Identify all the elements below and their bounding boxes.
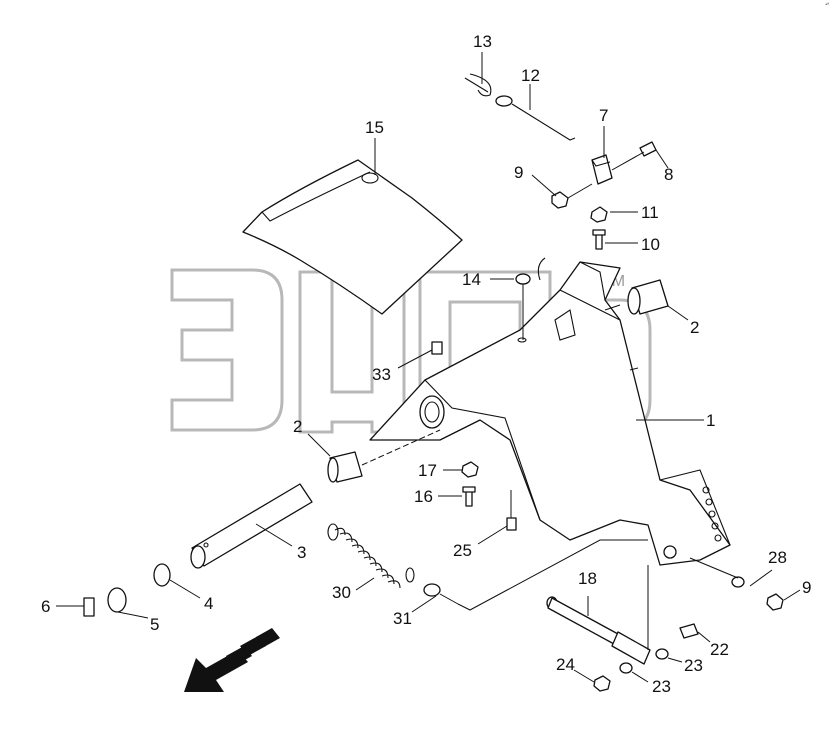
callout-18: 18 bbox=[578, 569, 597, 588]
callout-4: 4 bbox=[204, 594, 213, 613]
part-grease-fitting bbox=[431, 341, 443, 355]
part-cover bbox=[242, 159, 463, 315]
part-washer-23 bbox=[655, 648, 669, 660]
callout-5: 5 bbox=[150, 615, 159, 634]
callout-12: 12 bbox=[521, 66, 540, 85]
callout-16: 16 bbox=[414, 487, 433, 506]
callout-13: 13 bbox=[473, 32, 492, 51]
callout-6: 6 bbox=[41, 597, 50, 616]
part-lock-nut bbox=[461, 461, 479, 478]
part-pin bbox=[191, 483, 313, 567]
part-pad bbox=[591, 154, 613, 185]
part-washer bbox=[731, 576, 745, 588]
part-nut bbox=[590, 206, 608, 223]
callout-11: 11 bbox=[641, 203, 659, 222]
callout-24: 24 bbox=[556, 655, 575, 674]
callout-15: 15 bbox=[365, 118, 384, 137]
direction-arrow bbox=[184, 628, 280, 692]
part-ring bbox=[153, 563, 171, 587]
callout-22: 22 bbox=[710, 640, 729, 659]
callout-9-right: 9 bbox=[802, 578, 811, 597]
callout-7: 7 bbox=[599, 106, 608, 125]
part-wire bbox=[495, 95, 513, 107]
part-nut-24 bbox=[593, 675, 611, 692]
callout-9-top: 9 bbox=[514, 163, 523, 182]
part-snap-ring bbox=[107, 587, 127, 613]
corner-mark: •ª bbox=[825, 2, 829, 8]
part-fitting-25 bbox=[506, 517, 517, 531]
callout-3: 3 bbox=[297, 543, 306, 562]
callout-17: 17 bbox=[418, 461, 437, 480]
callout-14: 14 bbox=[462, 270, 481, 289]
callout-23-upper: 23 bbox=[684, 656, 703, 675]
callout-2-right: 2 bbox=[690, 318, 699, 337]
callout-33: 33 bbox=[372, 365, 391, 384]
callout-25: 25 bbox=[453, 541, 472, 560]
callout-2-left: 2 bbox=[293, 417, 302, 436]
callout-8: 8 bbox=[664, 165, 673, 184]
callout-30: 30 bbox=[332, 583, 351, 602]
callout-10: 10 bbox=[641, 235, 660, 254]
part-plug bbox=[515, 273, 531, 285]
part-bolt bbox=[639, 141, 657, 157]
callout-28: 28 bbox=[768, 548, 787, 567]
part-eye-bolt bbox=[423, 583, 441, 597]
callout-31: 31 bbox=[393, 609, 412, 628]
callout-1: 1 bbox=[706, 411, 715, 430]
part-spring bbox=[327, 523, 415, 589]
part-roll-pin bbox=[83, 597, 95, 617]
part-bolt-22 bbox=[679, 623, 699, 639]
part-rod bbox=[546, 565, 651, 665]
part-clip bbox=[464, 73, 492, 97]
callout-23-lower: 23 bbox=[652, 677, 671, 696]
